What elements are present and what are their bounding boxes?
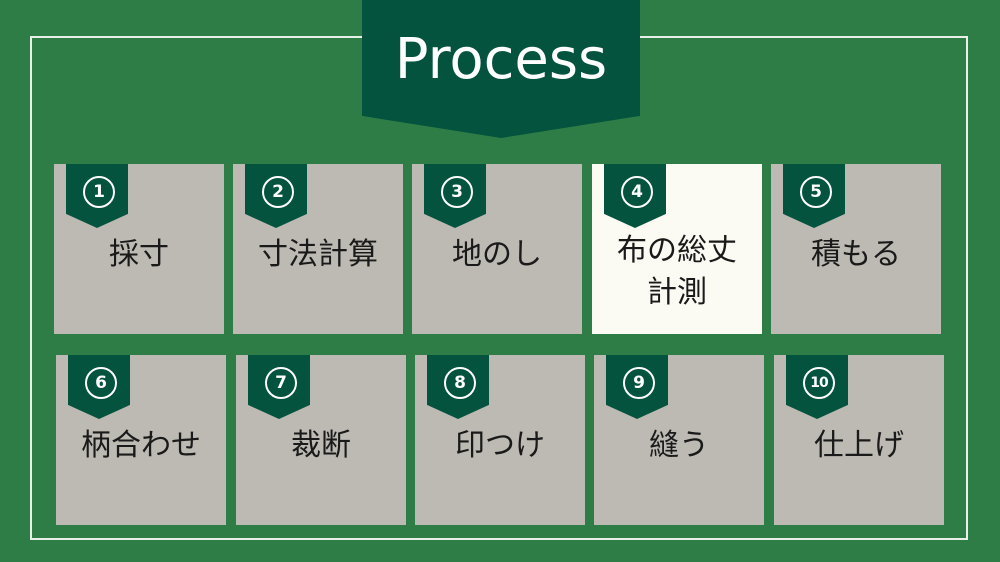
step-label: 縫う (649, 428, 709, 463)
step-number: 6 (85, 367, 117, 399)
step-card-5: 5 積もる (771, 164, 941, 334)
step-card-3: 3 地のし (412, 164, 582, 334)
step-label: 印つけ (455, 428, 545, 463)
step-badge: 5 (783, 164, 845, 228)
step-number: 4 (621, 176, 653, 208)
step-card-1: 1 採寸 (54, 164, 224, 334)
step-number: 10 (803, 367, 835, 399)
step-label: 積もる (811, 237, 901, 272)
step-card-9: 9 縫う (594, 355, 764, 525)
step-card-6: 6 柄合わせ (56, 355, 226, 525)
step-number: 3 (441, 176, 473, 208)
step-badge: 1 (66, 164, 128, 228)
step-number: 9 (623, 367, 655, 399)
step-badge: 4 (604, 164, 666, 228)
step-number: 7 (265, 367, 297, 399)
step-label: 仕上げ (814, 428, 904, 463)
step-badge: 3 (424, 164, 486, 228)
page-title: Process (394, 27, 608, 92)
step-badge: 10 (786, 355, 848, 419)
step-number: 2 (262, 176, 294, 208)
step-label: 寸法計算 (258, 237, 378, 272)
step-card-8: 8 印つけ (415, 355, 585, 525)
step-badge: 7 (248, 355, 310, 419)
step-label: 採寸 (109, 237, 169, 272)
step-label: 柄合わせ (81, 428, 201, 463)
step-badge: 2 (245, 164, 307, 228)
step-number: 8 (444, 367, 476, 399)
step-badge: 9 (606, 355, 668, 419)
title-banner: Process (362, 0, 640, 138)
step-card-2: 2 寸法計算 (233, 164, 403, 334)
step-card-7: 7 裁断 (236, 355, 406, 525)
step-label: 裁断 (291, 428, 351, 463)
step-badge: 6 (68, 355, 130, 419)
step-badge: 8 (427, 355, 489, 419)
step-number: 1 (83, 176, 115, 208)
step-number: 5 (800, 176, 832, 208)
step-card-4: 4 布の総丈 計測 (592, 164, 762, 334)
step-card-10: 10 仕上げ (774, 355, 944, 525)
step-label: 布の総丈 計測 (617, 233, 737, 310)
step-label: 地のし (452, 237, 542, 272)
